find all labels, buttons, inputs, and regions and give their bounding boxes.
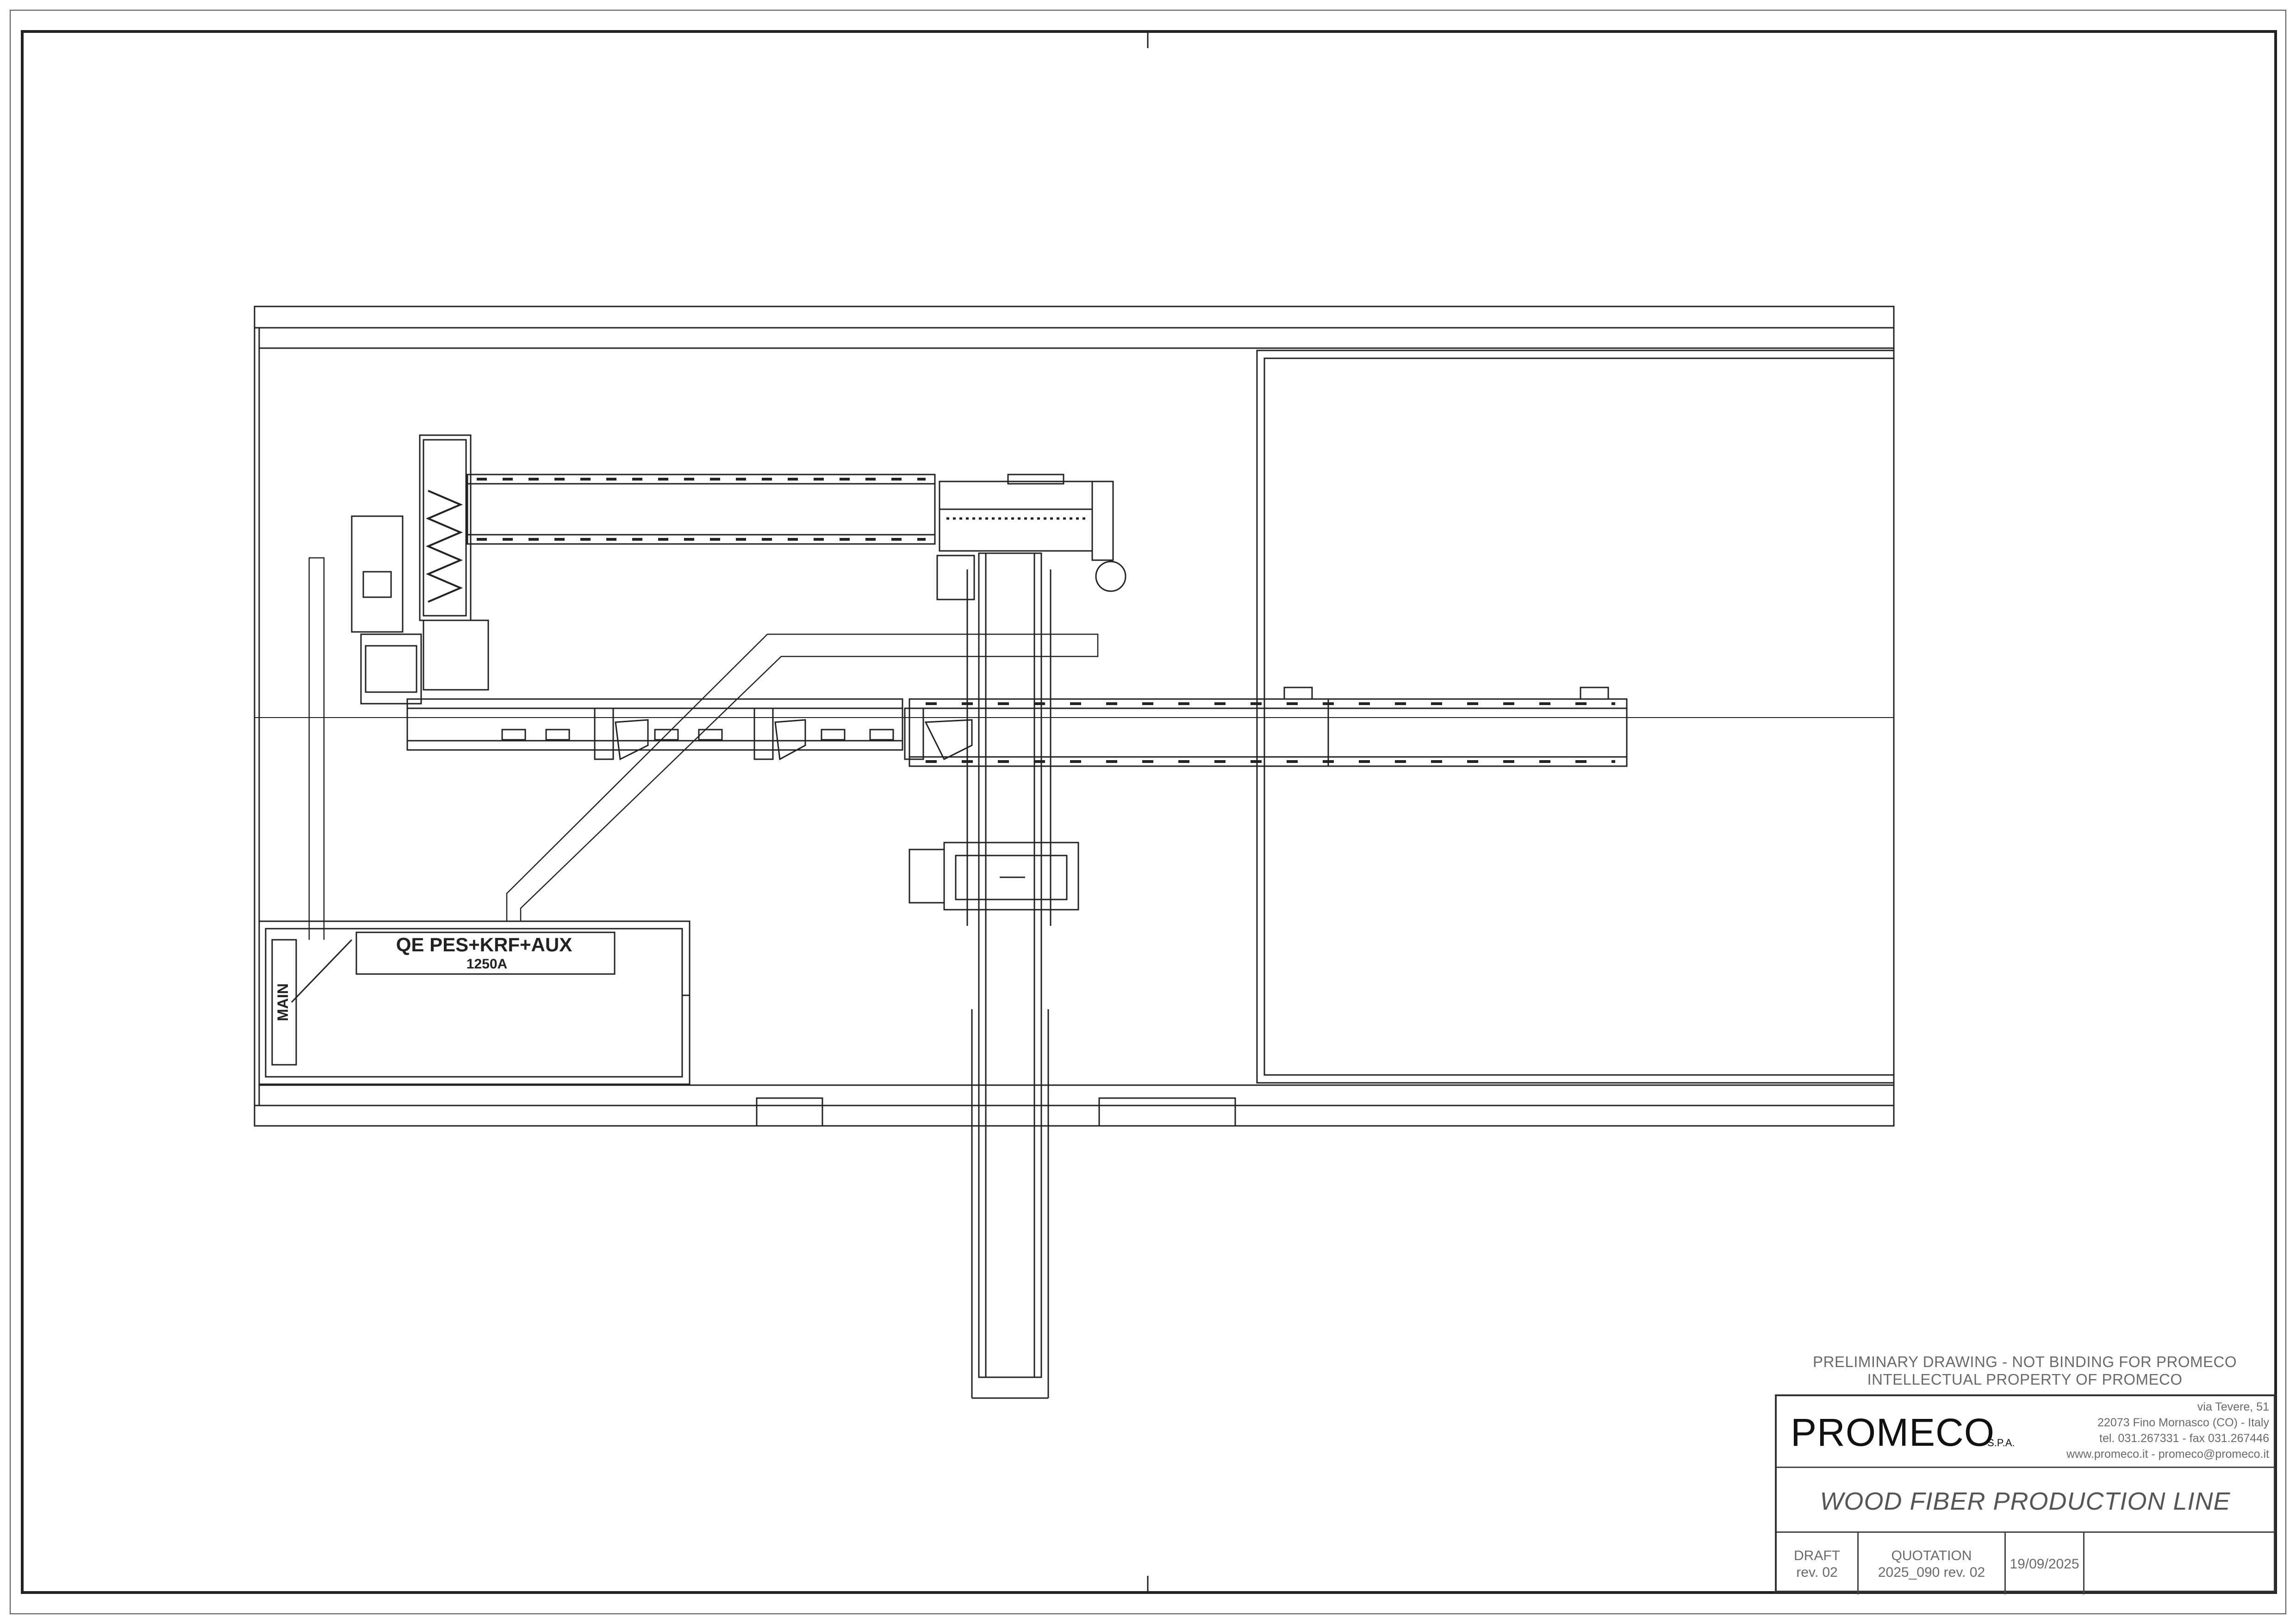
address-phone: tel. 031.267331 - fax 031.267446 (2099, 1432, 2269, 1445)
address-city: 22073 Fino Mornasco (CO) - Italy (2097, 1416, 2269, 1429)
outer-frame (10, 10, 2286, 1614)
upper-conveyor (467, 474, 936, 545)
diverter-2 (753, 707, 806, 761)
revision-text: rev. 02 (1796, 1565, 1838, 1580)
main-horizontal-conveyor (406, 698, 903, 751)
drawing-frame (21, 30, 2277, 1594)
project-box: WOOD FIBER PRODUCTION LINE (1777, 1467, 2274, 1533)
main-cabinet (271, 939, 297, 1066)
company-suffix: S.P.A. (1987, 1437, 2015, 1449)
building-outline (254, 306, 1895, 1127)
preliminary-notice: PRELIMINARY DRAWING - NOT BINDING FOR PR… (1812, 1353, 2237, 1370)
diverter-1 (594, 707, 649, 761)
company-name: PROMECO (1791, 1411, 1995, 1454)
diverter-3 (904, 707, 973, 761)
status-text: DRAFT (1794, 1548, 1840, 1563)
date-text: 19/09/2025 (2010, 1556, 2079, 1572)
panel-rating-label: 1250A (467, 956, 507, 972)
shredder-unit (936, 474, 1126, 600)
main-cabinet-label: MAIN (274, 983, 291, 1021)
doc-number-text: 2025_090 rev. 02 (1878, 1565, 1985, 1580)
crusher-unit (908, 842, 1079, 911)
electrical-room (258, 920, 691, 1085)
address-street: via Tevere, 51 (2197, 1400, 2269, 1413)
vertical-conveyor (966, 552, 1052, 1399)
doc-type-text: QUOTATION (1891, 1548, 1972, 1563)
right-conveyor (908, 687, 1628, 767)
date-cell: 19/09/2025 (2006, 1531, 2084, 1594)
panel-label: QE PES+KRF+AUX (396, 934, 572, 956)
drive-unit (351, 515, 422, 705)
control-panel (355, 931, 616, 975)
ip-notice: INTELLECTUAL PROPERTY OF PROMECO (1867, 1371, 2183, 1388)
document-cell: QUOTATION 2025_090 rev. 02 (1859, 1531, 2006, 1594)
revision-row: DRAFT rev. 02 QUOTATION 2025_090 rev. 02… (1777, 1531, 2274, 1594)
company-address: via Tevere, 51 22073 Fino Mornasco (CO) … (2066, 1399, 2269, 1462)
screw-tower (419, 434, 489, 691)
company-header: PROMECO S.P.A. via Tevere, 51 22073 Fino… (1777, 1396, 2274, 1468)
status-cell: DRAFT rev. 02 (1777, 1531, 1859, 1594)
project-title: WOOD FIBER PRODUCTION LINE (1820, 1487, 2231, 1515)
storage-room (1256, 350, 1895, 1084)
title-block: PROMECO S.P.A. via Tevere, 51 22073 Fino… (1775, 1394, 2276, 1594)
blank-cell (2084, 1531, 2274, 1594)
cable-tray (308, 557, 1099, 940)
address-web: www.promeco.it - promeco@promeco.it (2066, 1448, 2269, 1461)
